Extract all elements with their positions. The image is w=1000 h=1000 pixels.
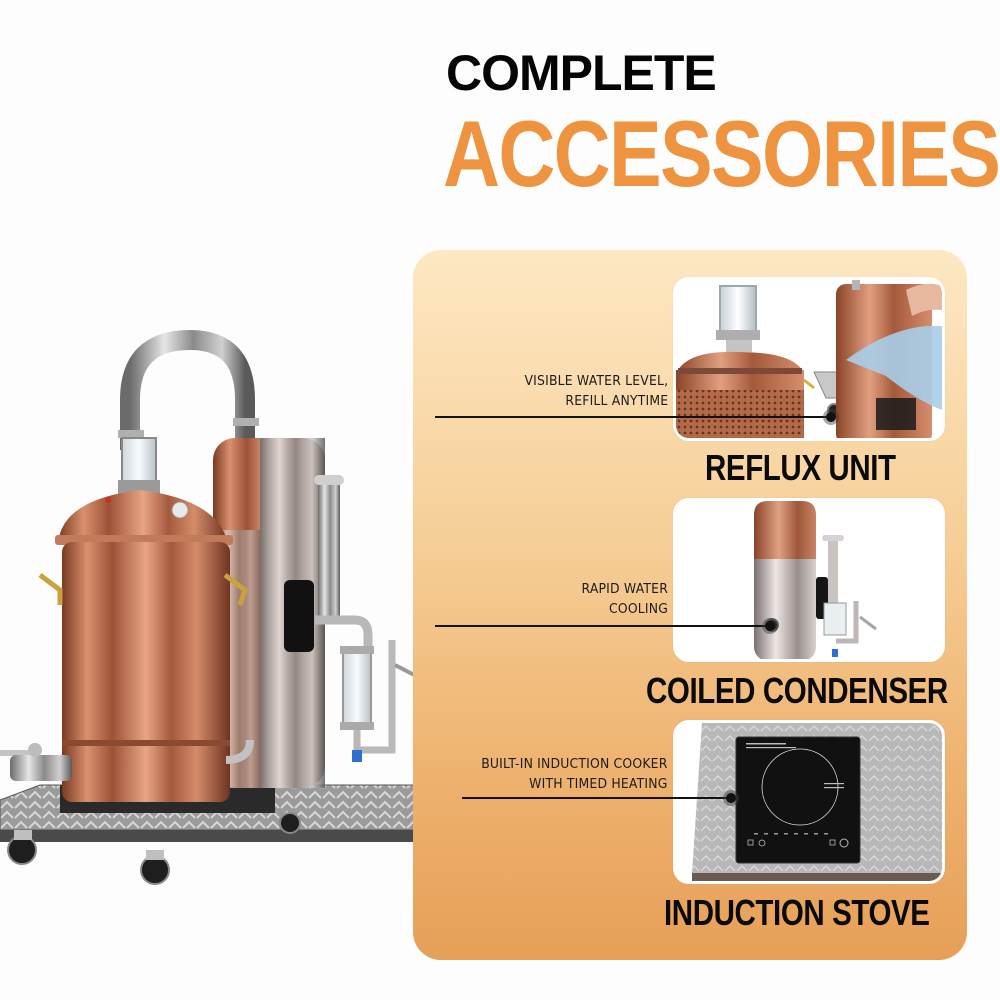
induction-stove-title: INDUCTION STOVE [664,892,930,933]
induction-stove-callout-line [462,797,732,799]
coiled-condenser-callout-line2: COOLING [608,601,668,617]
reflux-unit-photo-icon [676,280,942,438]
coiled-condenser-callout-line [435,625,770,627]
coiled-condenser-photo-icon [676,501,942,659]
reflux-unit-callout-line2: REFILL ANYTIME [565,393,668,409]
induction-stove-callout-line2: WITH TIMED HEATING [529,776,668,792]
reflux-unit-callout-line1: VISIBLE WATER LEVEL, [524,373,668,389]
distiller-product-image [0,329,470,890]
induction-stove-callout: BUILT-IN INDUCTION COOKER WITH TIMED HEA… [482,754,668,794]
induction-stove-callout-line1: BUILT-IN INDUCTION COOKER [481,756,668,772]
coiled-condenser-marker-icon [765,621,775,631]
coiled-condenser-card [673,498,945,662]
reflux-unit-card [673,277,945,441]
reflux-unit-marker-icon [826,412,836,422]
coiled-condenser-title: COILED CONDENSER [646,670,948,711]
induction-stove-photo-icon [676,723,942,881]
headline-complete: COMPLETE [446,45,717,101]
coiled-condenser-callout-line1: RAPID WATER [581,581,668,597]
induction-stove-card [673,720,945,884]
reflux-unit-callout-line [435,416,831,418]
reflux-unit-callout: VISIBLE WATER LEVEL, REFILL ANYTIME [524,371,668,411]
induction-stove-marker-icon [726,793,736,803]
reflux-unit-title: REFLUX UNIT [705,447,896,488]
headline-accessories: ACCESSORIES [443,101,1000,206]
copper-distiller-illustration-icon [0,329,463,885]
coiled-condenser-callout: RAPID WATER COOLING [581,579,668,619]
